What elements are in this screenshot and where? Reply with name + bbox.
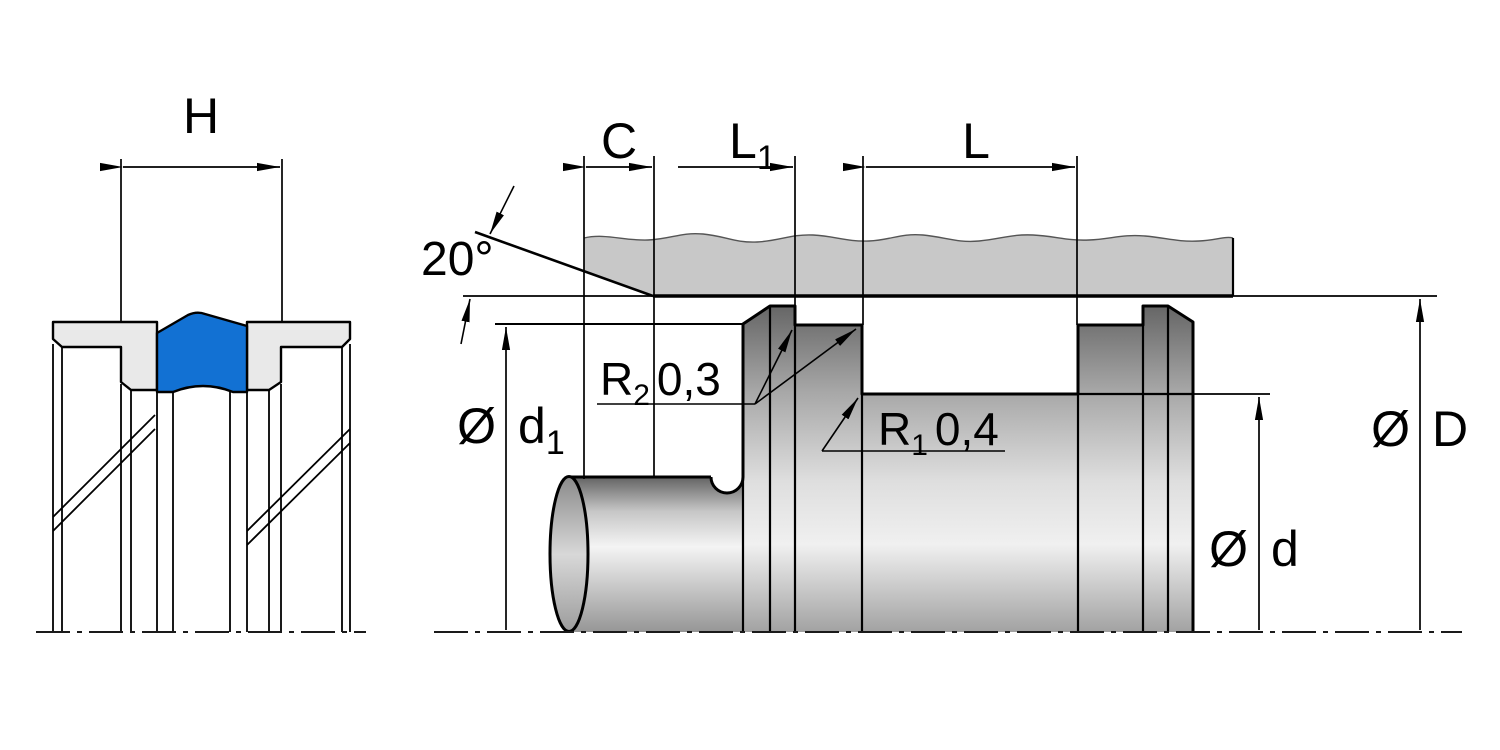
angle-label: 20° [421, 233, 494, 286]
dimension-l: L [843, 113, 1075, 172]
installation-view: 20° C L1 L [421, 113, 1468, 633]
shaft-small-end [569, 477, 743, 632]
dia-d1-label: d1 [518, 398, 565, 462]
dimension-dia-d: Ø d [1193, 393, 1299, 630]
dimension-dia-d1: Ø d1 [457, 327, 565, 630]
chamfer-line-20deg [474, 230, 654, 298]
angle-arrow-upper [489, 185, 515, 235]
shaft-relief-notch-edge [709, 476, 745, 495]
dim-label-h: H [183, 88, 219, 144]
break-lines [52, 414, 351, 546]
seal-profile-blue [155, 311, 249, 394]
housing-break-edge [583, 232, 1234, 243]
shaft-end-cap [548, 475, 590, 633]
dim-label-l1: L1 [729, 113, 776, 177]
dimension-c: C [563, 113, 652, 172]
dia-D-label: D [1432, 401, 1468, 457]
piston-internal-edges [741, 306, 1193, 632]
dia-d-label: d [1271, 521, 1299, 577]
seal-ring-left [51, 320, 159, 392]
dim-label-c: C [601, 113, 637, 169]
angle-arrow-lower [460, 298, 471, 345]
dimension-h: H [100, 88, 283, 322]
dia-D-symbol: Ø [1371, 401, 1410, 457]
dia-d1-symbol: Ø [457, 398, 496, 454]
dimension-dia-D: Ø D [1371, 299, 1468, 630]
seal-cross-section-view: H [36, 88, 366, 633]
seal-ring-right [245, 320, 352, 392]
shaft-relief-notch [711, 477, 743, 493]
piston-profile-edge [741, 304, 1195, 632]
dia-d-symbol: Ø [1209, 521, 1248, 577]
dimension-l1: L1 [678, 113, 793, 177]
section-wall-lines [52, 344, 351, 632]
dim-label-l: L [962, 113, 990, 169]
housing-block [584, 233, 1233, 296]
extension-lines [583, 156, 1078, 479]
